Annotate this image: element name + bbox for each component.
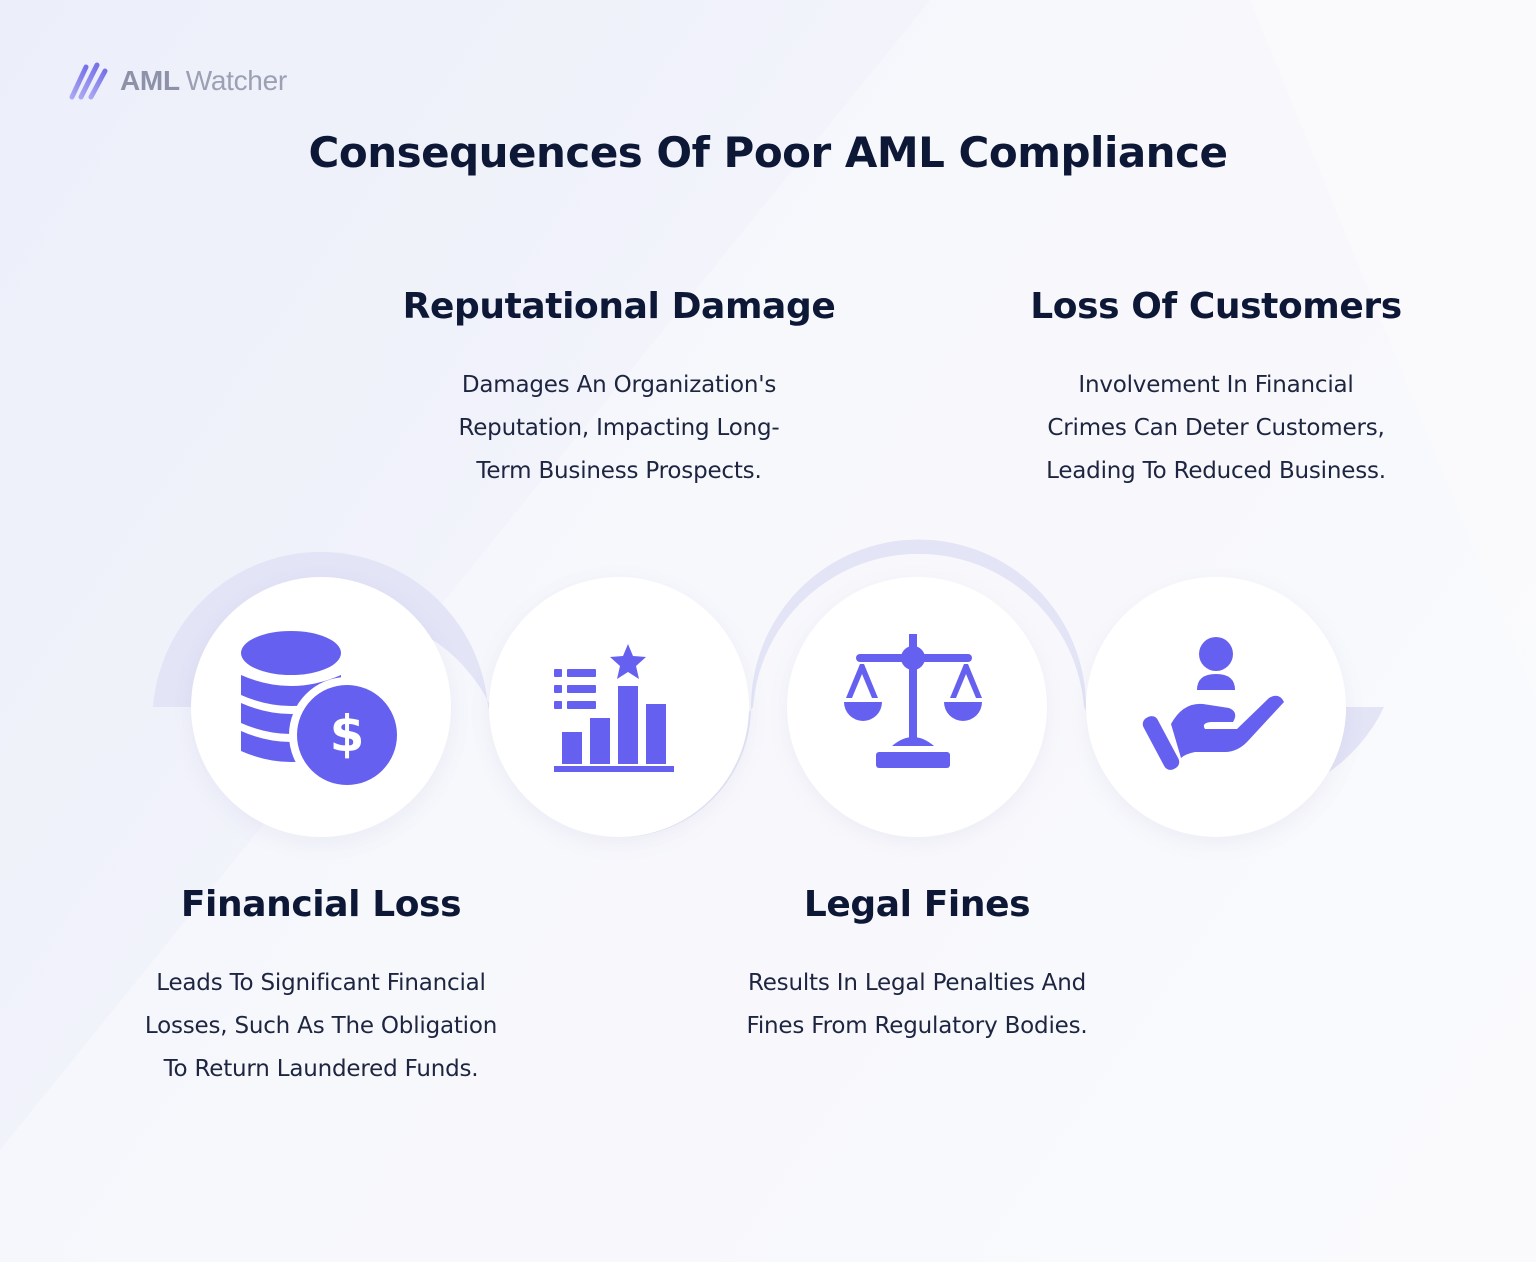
loss-of-customers-circle — [1086, 577, 1346, 837]
brand-name-light: Watcher — [185, 65, 287, 96]
brand-name-strong: AML — [120, 65, 180, 96]
svg-text:$: $ — [330, 705, 365, 763]
aml-watcher-logo-icon — [68, 61, 108, 101]
legal-fines-description: Results In Legal Penalties And Fines Fro… — [746, 970, 1088, 1039]
financial-loss-description: Leads To Significant Financial Losses, S… — [144, 970, 498, 1082]
loss-of-customers-title: Loss Of Customers — [1030, 286, 1402, 327]
bar-chart-star-icon — [554, 642, 684, 772]
financial-loss-title: Financial Loss — [180, 884, 462, 925]
hand-user-icon — [1141, 632, 1291, 782]
page-title: Consequences Of Poor AML Compliance — [308, 128, 1228, 177]
financial-loss-circle: $ — [191, 577, 451, 837]
loss-of-customers-description: Involvement In Financial Crimes Can Dete… — [1046, 372, 1386, 484]
coins-dollar-icon: $ — [241, 627, 401, 787]
scales-icon — [842, 632, 992, 782]
legal-fines-circle — [787, 577, 1047, 837]
reputational-damage-circle — [489, 577, 749, 837]
reputational-damage-description: Damages An Organization's Reputation, Im… — [458, 372, 780, 484]
legal-fines-title: Legal Fines — [803, 884, 1031, 925]
reputational-damage-title: Reputational Damage — [402, 286, 836, 327]
